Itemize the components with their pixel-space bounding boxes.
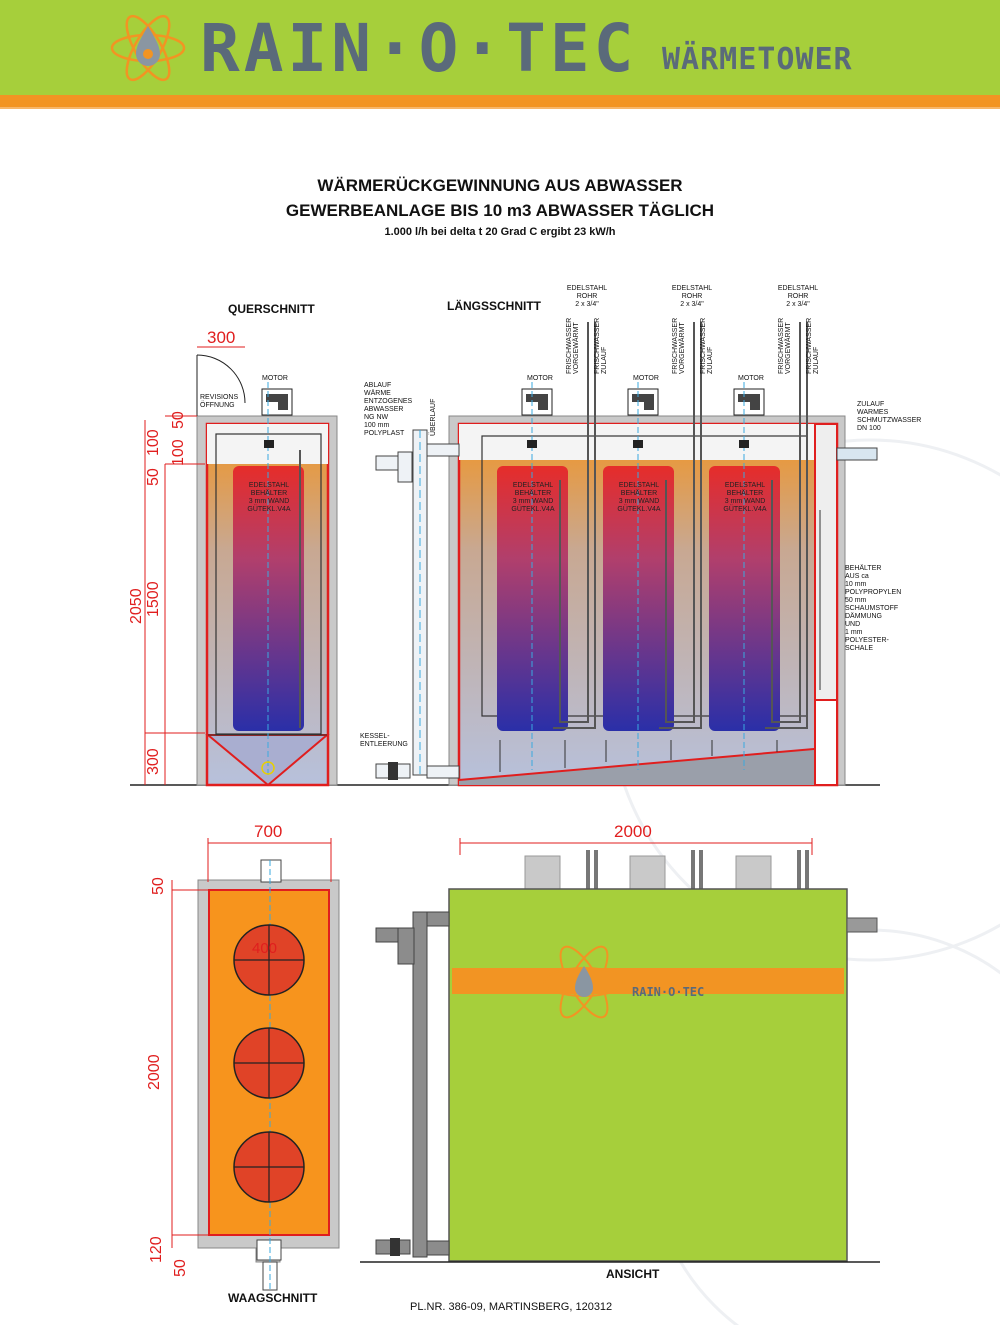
dim-300-top: 300 [207, 328, 236, 347]
dim-50-c: 50 [150, 877, 167, 895]
kessel-label: KESSEL- ENTLEERUNG [360, 733, 408, 748]
frischwasser-vorgewaermt-1: FRISCHWASSER VORGEWÄRMT [566, 317, 580, 374]
section-laengsschnitt: LÄNGSSCHNITT [447, 299, 541, 313]
revision-label: REVISIONS ÖFFNUNG [200, 394, 239, 409]
behaelter-info-label: BEHÄLTER AUS ca 10 mm POLYPROPYLEN 50 mm… [845, 565, 902, 652]
zulauf-label: ZULAUF WARMES SCHMUTZWASSER DN 100 [857, 401, 922, 432]
dim-100-a: 100 [145, 429, 162, 456]
tank-label-3: EDELSTAHL BEHÄLTER 3 mm WAND GÜTEKL.V4A [723, 482, 767, 513]
dim-50-d: 50 [172, 1259, 189, 1277]
ansicht-brand-logo: RAIN·O·TEC [632, 985, 705, 999]
cross-section [144, 346, 338, 787]
section-querschnitt: QUERSCHNITT [228, 302, 315, 316]
motor-label-3: MOTOR [738, 375, 764, 382]
ueberlauf-label: ÜBERLAUF [430, 398, 437, 436]
brand-tagline: WÄRMETOWER [662, 42, 853, 77]
dim-100-b: 100 [170, 439, 187, 466]
exterior-view [360, 838, 880, 1263]
tank-label-cross: EDELSTAHL BEHÄLTER 3 mm WAND GÜTEKL.V4A [247, 482, 291, 513]
title-line-1: WÄRMERÜCKGEWINNUNG AUS ABWASSER [317, 176, 683, 195]
motor-label-cross: MOTOR [262, 375, 288, 382]
dim-1500: 1500 [145, 581, 162, 617]
dim-2000-height: 2000 [146, 1054, 163, 1090]
edelstahl-label-3: EDELSTAHL ROHR 2 x 3/4" [777, 285, 819, 308]
dim-700: 700 [254, 822, 283, 841]
frischwasser-zulauf-3: FRISCHWASSER ZULAUF [806, 317, 820, 374]
tank-label-2: EDELSTAHL BEHÄLTER 3 mm WAND GÜTEKL.V4A [617, 482, 661, 513]
ablauf-label: ABLAUF WÄRME ENTZOGENES ABWASSER NG NW 1… [364, 382, 413, 437]
horizontal-section [171, 838, 340, 1291]
header-accent-stripe [0, 95, 1000, 107]
dim-2050: 2050 [128, 588, 145, 624]
title-line-2: GEWERBEANLAGE BIS 10 m3 ABWASSER TÄGLICH [285, 201, 715, 220]
edelstahl-label-1: EDELSTAHL ROHR 2 x 3/4" [566, 285, 608, 308]
frischwasser-vorgewaermt-3: FRISCHWASSER VORGEWÄRMT [778, 317, 792, 374]
dim-50-b: 50 [145, 468, 162, 486]
tank-label-1: EDELSTAHL BEHÄLTER 3 mm WAND GÜTEKL.V4A [511, 482, 555, 513]
title-line-3: 1.000 l/h bei delta t 20 Grad C ergibt 2… [384, 226, 616, 238]
section-ansicht: ANSICHT [606, 1267, 660, 1281]
brand-name: RAIN·O·TEC [200, 10, 638, 87]
dim-300-bottom: 300 [145, 748, 162, 775]
motor-label-1: MOTOR [527, 375, 553, 382]
footer-plan-number: PL.NR. 386-09, MARTINSBERG, 120312 [410, 1301, 613, 1313]
longitudinal-section [375, 322, 878, 787]
dim-2000-width: 2000 [614, 822, 652, 841]
dim-120: 120 [148, 1236, 165, 1263]
dim-400: 400 [252, 940, 278, 957]
header-accent-stripe-light [0, 107, 1000, 109]
frischwasser-zulauf-1: FRISCHWASSER ZULAUF [594, 317, 608, 374]
atom-logo-icon [110, 14, 186, 82]
motor-label-2: MOTOR [633, 375, 659, 382]
section-waagschnitt: WAAGSCHNITT [228, 1291, 318, 1305]
dim-50-a: 50 [170, 411, 187, 429]
edelstahl-label-2: EDELSTAHL ROHR 2 x 3/4" [671, 285, 713, 308]
frischwasser-vorgewaermt-2: FRISCHWASSER VORGEWÄRMT [672, 317, 686, 374]
frischwasser-zulauf-2: FRISCHWASSER ZULAUF [700, 317, 714, 374]
